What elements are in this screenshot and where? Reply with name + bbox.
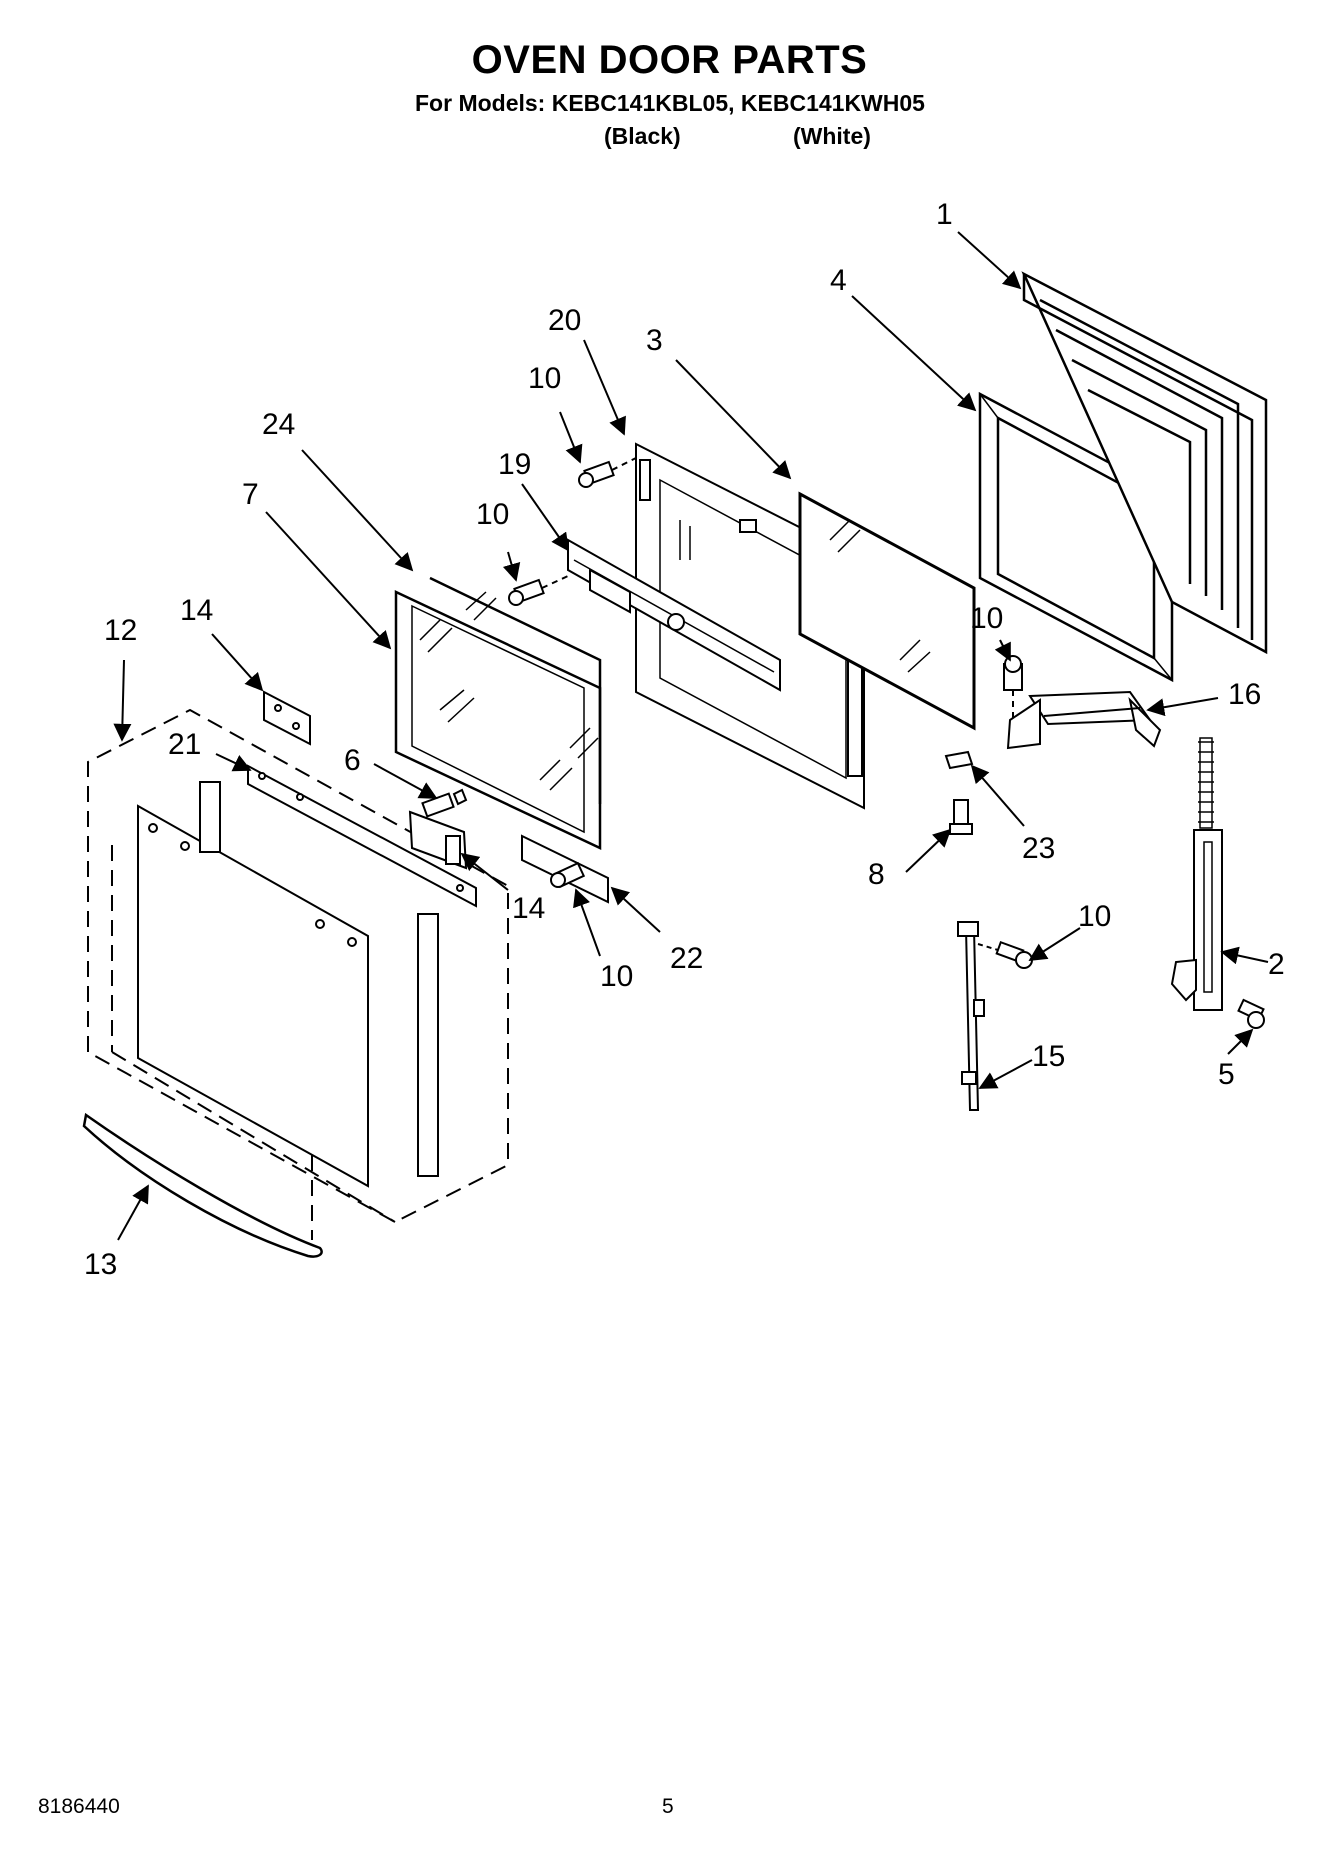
hinge-bracket-upper — [263, 690, 311, 746]
callout-10e: 10 — [1078, 900, 1111, 933]
door-glass-7 — [394, 590, 602, 850]
callout-5: 5 — [1218, 1058, 1235, 1091]
door-gasket-1 — [1021, 271, 1268, 655]
callout-12: 12 — [104, 614, 137, 647]
callout-10a: 10 — [528, 362, 561, 395]
hinge-receiver-16 — [1006, 690, 1162, 750]
callout-10d: 10 — [600, 960, 633, 993]
screw-8 — [949, 799, 973, 835]
callout-21: 21 — [168, 728, 201, 761]
door-handle — [82, 1112, 323, 1258]
door-glass-3 — [798, 491, 976, 731]
door-assembly-outline — [87, 708, 509, 1240]
callout-labels: 1 4 20 3 10 24 19 7 10 12 14 10 16 21 6 … — [84, 198, 1285, 1281]
callout-13: 13 — [84, 1248, 117, 1281]
callout-14b: 14 — [512, 892, 545, 925]
callout-20: 20 — [548, 304, 581, 337]
screw-10e — [977, 940, 1033, 969]
screw-10c — [1003, 655, 1023, 718]
screw-10d — [550, 861, 586, 889]
door-hinge-2 — [1170, 737, 1223, 1011]
hinge-bracket-lower — [408, 810, 468, 870]
screw-6 — [421, 788, 468, 818]
callout-19: 19 — [498, 448, 531, 481]
page-title: OVEN DOOR PARTS — [471, 38, 868, 82]
document-number: 8186440 — [38, 1795, 120, 1818]
callout-10b: 10 — [476, 498, 509, 531]
callout-4: 4 — [830, 264, 847, 297]
door-bracket-15 — [957, 921, 985, 1111]
callout-22: 22 — [670, 942, 703, 975]
callout-23: 23 — [1022, 832, 1055, 865]
page-number: 5 — [662, 1795, 674, 1818]
door-bracket-19 — [567, 538, 781, 692]
screw-10b — [508, 575, 569, 606]
callout-10c: 10 — [970, 602, 1003, 635]
variant-black-label: (Black) — [604, 123, 681, 149]
callout-8: 8 — [868, 858, 885, 891]
variant-white-label: (White) — [793, 123, 871, 149]
callout-7: 7 — [242, 478, 259, 511]
callout-15: 15 — [1032, 1040, 1065, 1073]
callout-6: 6 — [344, 744, 361, 777]
callout-leaders — [113, 231, 1269, 1241]
callout-24: 24 — [262, 408, 295, 441]
callout-3: 3 — [646, 324, 663, 357]
door-glass-24 — [429, 576, 602, 804]
callout-2: 2 — [1268, 948, 1285, 981]
callout-1: 1 — [936, 198, 953, 231]
spring-clip-23 — [944, 750, 974, 770]
screw-5 — [1237, 998, 1265, 1029]
models-subtitle: For Models: KEBC141KBL05, KEBC141KWH05 — [415, 90, 925, 116]
screw-10a — [578, 457, 637, 488]
door-strip — [247, 764, 477, 908]
callout-16: 16 — [1228, 678, 1261, 711]
outer-door-panel — [137, 781, 439, 1188]
callout-14a: 14 — [180, 594, 213, 627]
